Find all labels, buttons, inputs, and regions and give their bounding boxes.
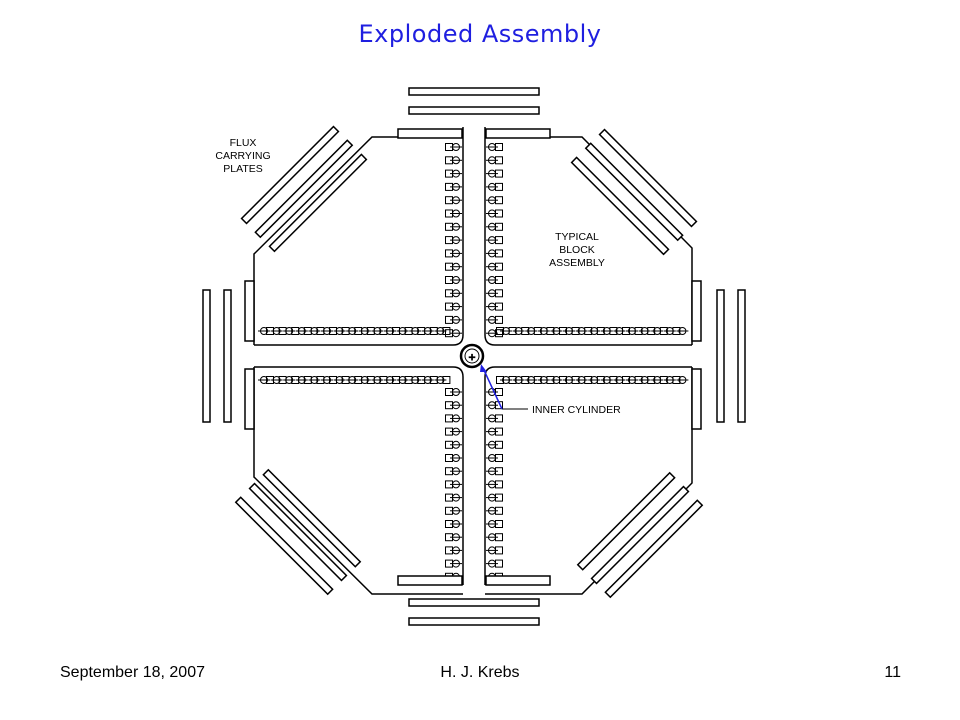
attached-plates [244,128,702,586]
fastener-square [495,143,503,151]
fastener-square [442,327,451,335]
fastener-square [495,169,503,178]
fastener-square [495,329,503,338]
fastener-square [495,454,503,462]
svg-text:BLOCK: BLOCK [559,244,595,256]
slide-title: Exploded Assembly [358,20,602,48]
svg-text:CARRYING: CARRYING [215,150,270,162]
fastener-square [495,467,503,476]
svg-text:+: + [468,353,476,363]
svg-text:TYPICAL: TYPICAL [555,231,599,243]
fastener-square [495,315,503,324]
fastener-square [495,440,503,449]
inner-cylinder-label: INNER CYLINDER [480,364,621,416]
fastener-square [495,209,503,218]
fastener-square [495,506,503,515]
fastener-square [495,222,503,231]
fastener-square [442,376,451,384]
fastener-square [495,156,503,165]
flux-carrying-plates-label: FLUX CARRYING PLATES [215,137,270,175]
fastener-square [495,289,503,298]
fastener-rows [258,143,689,581]
svg-text:PLATES: PLATES [223,163,263,175]
fastener-square [495,559,503,568]
fastener-square [495,546,503,555]
footer-author: H. J. Krebs [440,664,520,681]
flux-carrying-plates [202,87,746,626]
fastener-square [495,493,503,502]
fastener-square [495,427,503,436]
fastener-square [495,249,503,258]
fastener-square [495,480,503,489]
fastener-square [495,533,503,542]
fastener-square [495,236,503,245]
fastener-square [495,182,503,191]
footer-date: September 18, 2007 [60,664,205,681]
fastener-square [495,520,503,528]
fastener-square [495,302,503,311]
fastener-square [495,414,503,423]
inner-cylinder: + [459,343,485,369]
typical-block-assembly-label: TYPICAL BLOCK ASSEMBLY [549,231,605,269]
svg-text:INNER CYLINDER: INNER CYLINDER [532,404,621,416]
svg-text:FLUX: FLUX [230,137,257,149]
fastener-square [495,388,503,396]
footer-page-number: 11 [884,664,901,681]
fastener-square [495,196,503,205]
fastener-square [495,276,503,284]
svg-text:ASSEMBLY: ASSEMBLY [549,257,605,269]
fastener-square [495,262,503,271]
